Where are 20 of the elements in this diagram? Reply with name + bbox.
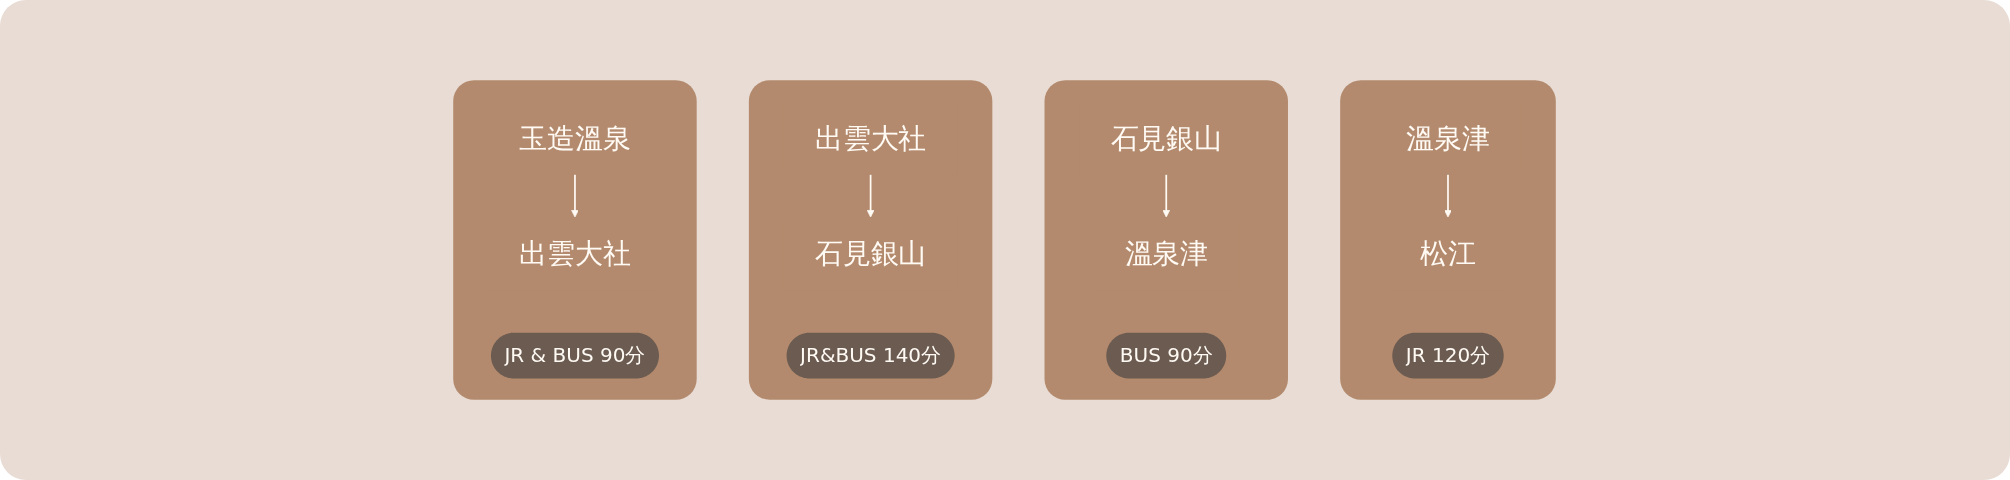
node-box — [1106, 332, 1227, 379]
node-text: 溫泉津 — [1406, 121, 1491, 155]
node-box — [491, 332, 660, 379]
node-text: 玉造溫泉 — [519, 121, 632, 155]
arrow — [1162, 173, 1171, 218]
node-text: 出雲大社 — [815, 121, 927, 155]
cluster — [749, 80, 993, 400]
arrow — [1444, 173, 1453, 218]
node-text: 溫泉津 — [1125, 237, 1209, 271]
node-box — [1392, 332, 1505, 379]
node-text: 松江 — [1420, 237, 1477, 271]
cluster — [453, 80, 698, 400]
node-box — [787, 332, 956, 379]
arrow — [571, 173, 580, 218]
node-text: 石見銀山 — [1111, 121, 1223, 155]
cluster — [1045, 80, 1289, 400]
node-text: 石見銀山 — [815, 237, 927, 271]
node-text: 出雲大社 — [519, 237, 632, 271]
cluster — [1340, 80, 1557, 400]
arrow — [867, 173, 875, 218]
